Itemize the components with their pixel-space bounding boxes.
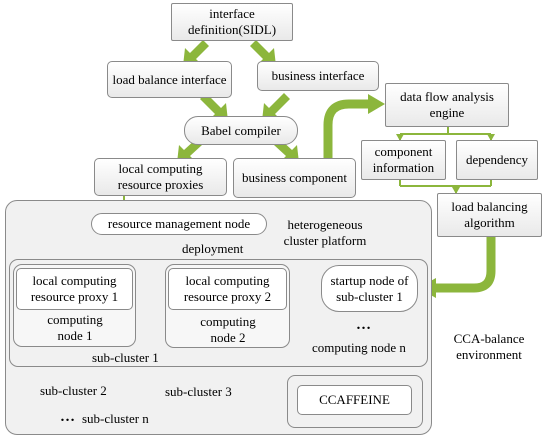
ccaffeine-box: CCAFFEINE — [297, 385, 412, 415]
sub-cluster-1-label: sub-cluster 1 — [92, 350, 159, 365]
load-balancing-algorithm-box: load balancing algorithm — [437, 193, 542, 237]
business-component-box: business component — [233, 158, 356, 198]
proxy-2-box: local computing resource proxy 2 — [168, 268, 287, 310]
resource-management-node-label: resource management node — [107, 216, 251, 231]
load-balancing-algorithm-label: load balancing algorithm — [451, 199, 528, 230]
resource-management-node-box: resource management node — [91, 213, 267, 235]
arrow-babel-to-proxies — [177, 139, 202, 163]
arrow-algorithm-to-startup — [433, 237, 496, 293]
arrow-babel-to-component — [274, 139, 299, 163]
arrow-engine-split — [396, 127, 495, 141]
dots-sub-clusters: … — [60, 409, 76, 425]
dependency-label: dependency — [465, 152, 529, 167]
business-interface-box: business interface — [257, 61, 379, 91]
ccaffeine-label: CCAFFEINE — [319, 392, 390, 407]
computing-node-1-label: computing node 1 — [47, 312, 103, 343]
babel-compiler-box: Babel compiler — [184, 116, 298, 145]
dependency-box: dependency — [456, 140, 538, 180]
load-balance-interface-label: load balance interface — [112, 71, 227, 87]
sub-cluster-2-label: sub-cluster 2 — [40, 383, 107, 398]
computing-node-2-label: computing node 2 — [200, 314, 256, 345]
load-balance-interface-box: load balance interface — [107, 61, 232, 98]
cca-balance-label: CCA-balance environment — [453, 331, 525, 362]
startup-node-box: startup node of sub-cluster 1 — [321, 265, 418, 312]
proxy-1-label: local computing resource proxy 1 — [30, 273, 119, 304]
babel-compiler-label: Babel compiler — [201, 122, 281, 138]
dots-computing-nodes: … — [356, 317, 372, 333]
deployment-label: deployment — [182, 241, 244, 256]
local-computing-resource-proxies-box: local computing resource proxies — [94, 158, 227, 196]
business-component-label: business component — [241, 170, 348, 185]
business-interface-label: business interface — [271, 68, 365, 83]
heterogeneous-platform-label: heterogeneous cluster platform — [283, 217, 367, 248]
arrow-head-engine — [368, 94, 385, 114]
arrow-load-balance-to-babel — [200, 93, 228, 121]
startup-node-label: startup node of sub-cluster 1 — [330, 272, 409, 304]
sub-cluster-3-label: sub-cluster 3 — [165, 384, 232, 399]
interface-definition-box: interface definition(SIDL) — [171, 3, 293, 41]
proxy-2-label: local computing resource proxy 2 — [183, 273, 272, 304]
sub-cluster-1-region — [9, 259, 428, 367]
computing-node-n-label: computing node n — [312, 340, 406, 355]
data-flow-engine-label: data flow analysis engine — [400, 89, 494, 120]
interface-definition-label: interface definition(SIDL) — [187, 6, 277, 37]
proxy-1-box: local computing resource proxy 1 — [16, 268, 133, 310]
sub-cluster-n-label: sub-cluster n — [82, 411, 149, 426]
arrow-component-to-engine — [323, 99, 370, 168]
local-computing-resource-proxies-label: local computing resource proxies — [117, 161, 204, 192]
arrow-sidl-to-load-balance — [183, 40, 209, 66]
arrow-business-to-babel — [262, 93, 290, 121]
arrow-merge-to-algorithm — [399, 180, 492, 194]
ccaffeine-region — [287, 375, 423, 428]
component-information-label: component information — [372, 144, 435, 175]
arrow-sidl-to-business — [250, 40, 276, 66]
data-flow-engine-box: data flow analysis engine — [385, 83, 509, 127]
component-information-box: component information — [361, 140, 446, 180]
